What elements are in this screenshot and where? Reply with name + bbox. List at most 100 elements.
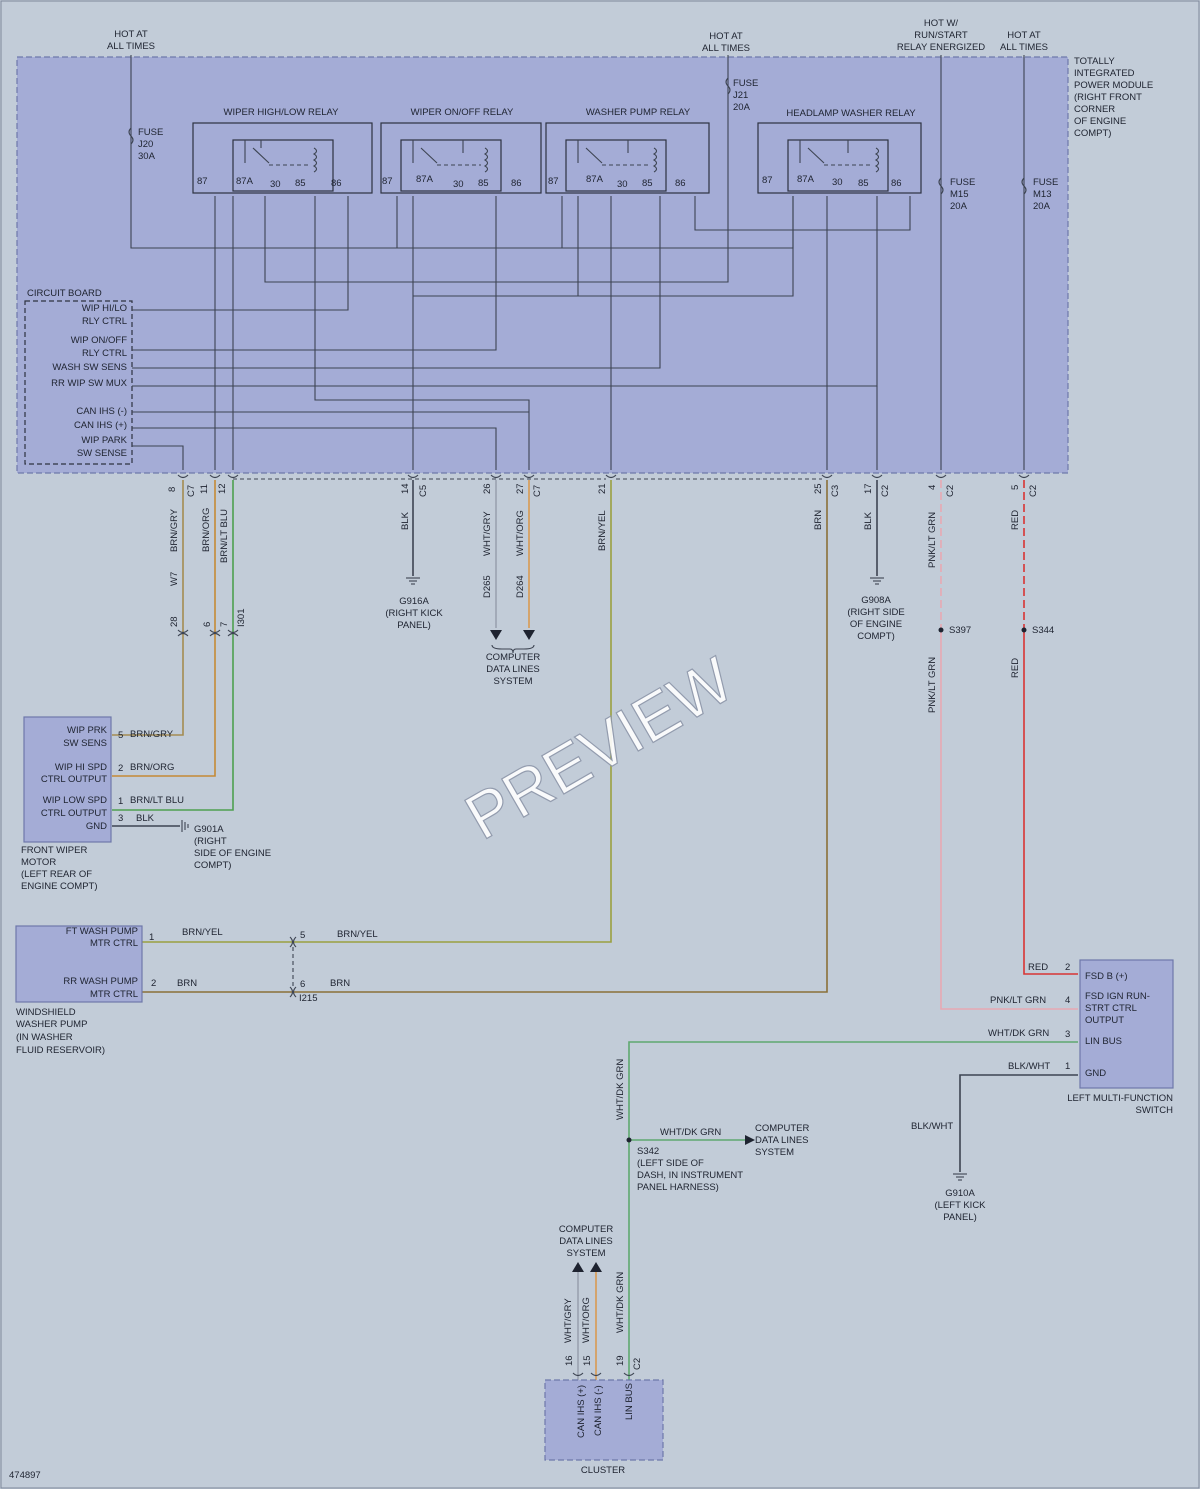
svg-text:WIP HI/LO: WIP HI/LO: [82, 303, 127, 314]
circuit-board-box: [24, 300, 133, 465]
svg-text:SWITCH: SWITCH: [1136, 1105, 1174, 1116]
svg-text:CAN IHS (-): CAN IHS (-): [76, 406, 127, 417]
svg-text:30: 30: [270, 179, 281, 190]
multifunction-switch-pins: FSD B (+) FSD IGN RUN- STRT CTRL OUTPUT …: [1065, 962, 1150, 1079]
hot-label: HOT W/: [924, 18, 958, 29]
svg-text:BRN/YEL: BRN/YEL: [337, 929, 378, 940]
svg-text:C2: C2: [1028, 485, 1039, 497]
svg-text:BLK/WHT: BLK/WHT: [911, 1121, 953, 1132]
svg-text:87A: 87A: [797, 174, 815, 185]
svg-text:WIP PARK: WIP PARK: [81, 435, 127, 446]
svg-text:(LEFT REAR OF: (LEFT REAR OF: [21, 869, 92, 880]
relay-title: WIPER HIGH/LOW RELAY: [224, 107, 340, 118]
ground-symbols: [181, 577, 967, 1181]
svg-text:(IN WASHER: (IN WASHER: [16, 1032, 73, 1043]
relay-internals: [232, 139, 889, 192]
svg-text:BLK/WHT: BLK/WHT: [1008, 1061, 1050, 1072]
svg-text:(RIGHT KICK: (RIGHT KICK: [385, 608, 443, 619]
svg-text:RLY CTRL: RLY CTRL: [82, 316, 127, 327]
inline-connectors: [177, 629, 297, 998]
svg-text:20A: 20A: [1033, 201, 1051, 212]
svg-text:BRN/YEL: BRN/YEL: [597, 510, 608, 551]
svg-text:BRN/GRY: BRN/GRY: [169, 508, 180, 552]
power-module-box: [16, 56, 1069, 474]
svg-text:MOTOR: MOTOR: [21, 857, 56, 868]
washer-pump-pins: FT WASH PUMP MTR CTRL RR WASH PUMP MTR C…: [63, 926, 317, 1004]
svg-text:5: 5: [1010, 485, 1021, 490]
svg-text:FSD B (+): FSD B (+): [1085, 971, 1128, 982]
svg-text:COMPT): COMPT): [857, 631, 894, 642]
cluster-box: [544, 1379, 664, 1461]
svg-text:WIP HI SPD: WIP HI SPD: [55, 762, 107, 773]
svg-text:C7: C7: [186, 485, 197, 497]
svg-text:PNK/LT GRN: PNK/LT GRN: [990, 995, 1046, 1006]
hot-label: HOT AT: [1007, 30, 1041, 41]
header-labels: HOT AT ALL TIMES HOT AT ALL TIMES HOT W/…: [107, 18, 1048, 54]
svg-text:FUSE: FUSE: [733, 78, 758, 89]
svg-text:5: 5: [118, 730, 123, 741]
svg-text:BLK: BLK: [400, 511, 411, 530]
cluster-pins: CAN IHS (+) CAN IHS (-) LIN BUS 16 15 19…: [564, 1355, 643, 1438]
hot-label: HOT AT: [114, 29, 148, 40]
svg-text:BRN/ORG: BRN/ORG: [201, 508, 212, 552]
svg-text:FLUID RESERVOIR): FLUID RESERVOIR): [16, 1045, 105, 1056]
power-module-title: TOTALLY INTEGRATED POWER MODULE (RIGHT F…: [1074, 56, 1153, 139]
svg-text:15: 15: [582, 1355, 593, 1366]
svg-text:J20: J20: [138, 139, 153, 150]
svg-text:RR WASH PUMP: RR WASH PUMP: [63, 976, 138, 987]
svg-text:WHT/DK GRN: WHT/DK GRN: [988, 1028, 1049, 1039]
svg-text:27: 27: [515, 483, 526, 494]
relay-title: WASHER PUMP RELAY: [586, 107, 691, 118]
svg-text:WIP ON/OFF: WIP ON/OFF: [71, 335, 127, 346]
svg-text:BLK: BLK: [863, 511, 874, 530]
svg-text:D265: D265: [482, 575, 493, 598]
svg-text:20A: 20A: [733, 102, 751, 113]
svg-text:S344: S344: [1032, 625, 1054, 636]
svg-text:16: 16: [564, 1355, 575, 1366]
svg-text:SW SENSE: SW SENSE: [77, 448, 127, 459]
figure-id: 474897: [9, 1470, 41, 1481]
svg-text:WHT/DK GRN: WHT/DK GRN: [615, 1059, 626, 1120]
svg-text:BRN/GRY: BRN/GRY: [130, 729, 174, 740]
inline-connector-labels: 28 6 7 I301: [169, 609, 247, 628]
svg-text:87: 87: [382, 176, 393, 187]
svg-text:6: 6: [202, 622, 213, 627]
svg-text:19: 19: [615, 1355, 626, 1366]
svg-text:WHT/ORG: WHT/ORG: [515, 510, 526, 556]
svg-text:MTR CTRL: MTR CTRL: [90, 989, 138, 1000]
svg-text:SIDE OF ENGINE: SIDE OF ENGINE: [194, 848, 271, 859]
svg-text:COMPUTER: COMPUTER: [559, 1224, 614, 1235]
svg-text:WASH SW SENS: WASH SW SENS: [52, 362, 127, 373]
svg-text:1: 1: [118, 796, 123, 807]
hot-label: HOT AT: [709, 31, 743, 42]
svg-text:CORNER: CORNER: [1074, 104, 1115, 115]
svg-text:G916A: G916A: [399, 596, 429, 607]
svg-text:FSD IGN RUN-: FSD IGN RUN-: [1085, 991, 1150, 1002]
svg-text:87: 87: [548, 176, 559, 187]
svg-text:1: 1: [1065, 1061, 1070, 1072]
svg-text:C2: C2: [632, 1358, 643, 1370]
svg-text:3: 3: [1065, 1029, 1070, 1040]
relay-boxes: [192, 122, 922, 194]
svg-text:SYSTEM: SYSTEM: [493, 676, 532, 687]
circuit-board-signals: WIP HI/LO RLY CTRL WIP ON/OFF RLY CTRL W…: [51, 303, 127, 459]
svg-text:85: 85: [642, 178, 653, 189]
front-wiper-motor-box: [23, 716, 112, 843]
svg-text:6: 6: [300, 979, 305, 990]
svg-text:SYSTEM: SYSTEM: [566, 1248, 605, 1259]
hot-label: RUN/START: [914, 30, 968, 41]
svg-text:SW SENS: SW SENS: [63, 738, 107, 749]
svg-text:BRN/ORG: BRN/ORG: [130, 762, 174, 773]
svg-text:FUSE: FUSE: [138, 127, 163, 138]
svg-text:LIN BUS: LIN BUS: [1085, 1036, 1122, 1047]
svg-text:30: 30: [617, 179, 628, 190]
wire-labels: BRN/GRY BRN/ORG BRN/LT BLU W7 BLK WHT/GR…: [130, 508, 1050, 1343]
svg-text:12: 12: [217, 483, 228, 494]
svg-text:COMPT): COMPT): [1074, 128, 1111, 139]
svg-text:OF ENGINE: OF ENGINE: [850, 619, 902, 630]
svg-text:WHT/GRY: WHT/GRY: [482, 511, 493, 556]
svg-text:DATA LINES: DATA LINES: [486, 664, 540, 675]
